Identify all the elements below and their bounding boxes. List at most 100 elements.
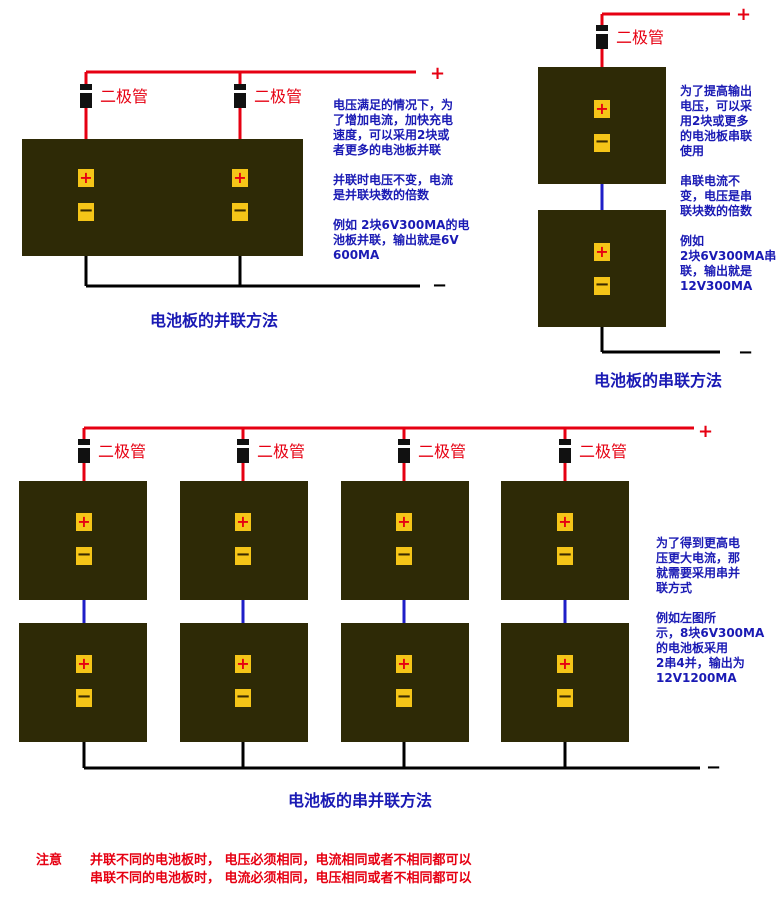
sp-panel-bottom-1-negative-sign: − <box>76 686 91 707</box>
sp-positive-sign: + <box>698 421 713 442</box>
sp-desc-line-9: 12V1200MA <box>656 671 737 685</box>
series-panel-1-positive-sign: + <box>595 99 608 118</box>
panels-layer: +−+−+−+−+−+−+−+−+−+−+−+− <box>19 67 666 742</box>
parallel-desc-line-3: 者更多的电池板并联 <box>332 142 441 157</box>
series-panel-1-negative-sign: − <box>594 131 609 152</box>
note-text-2: 串联不同的电池板时， 电流必须相同，电压相同或者不相同都可以 <box>90 871 472 886</box>
sp-panel-top-1-positive-sign: + <box>77 512 90 531</box>
series-desc-line-13: 12V300MA <box>680 279 753 293</box>
sp-panel-top-3-negative <box>396 547 412 565</box>
diodes-layer <box>78 25 608 463</box>
sp-panel-bottom-2-positive <box>235 655 251 673</box>
sp-diode-4 <box>559 439 571 463</box>
sp-panel-top-3 <box>341 481 469 600</box>
sp-panel-bottom-1-positive <box>76 655 92 673</box>
sp-panel-bottom-3-positive <box>396 655 412 673</box>
sp-panel-bottom-1-negative <box>76 689 92 707</box>
sp-diode-2 <box>237 439 249 463</box>
sp-panel-top-3-negative-sign: − <box>396 544 411 565</box>
note-text-1: 并联不同的电池板时， 电压必须相同，电流相同或者不相同都可以 <box>90 853 472 868</box>
series-panel-1-positive <box>594 100 610 118</box>
parallel-desc-line-5: 并联时电压不变，电流 <box>333 172 453 187</box>
sp-panel-top-2-positive-sign: + <box>236 512 249 531</box>
sp-panel-bottom-4-positive <box>557 655 573 673</box>
parallel-caption: 电池板的并联方法 <box>150 311 278 330</box>
sp-diode-2-band <box>237 445 249 448</box>
sp-panel-bottom-2-positive-sign: + <box>236 654 249 673</box>
sp-desc-line-6: 示，8块6V300MA <box>655 625 765 640</box>
sp-diode-3 <box>398 439 410 463</box>
sp-panel-bottom-3 <box>341 623 469 742</box>
text-layer: +−二极管二极管电压满足的情况下，为了增加电流，加快充电速度，可以采用2块或者更… <box>98 4 776 810</box>
series-diode-label: 二极管 <box>616 28 664 47</box>
sp-desc-line-1: 压更大电流，那 <box>656 550 740 565</box>
sp-panel-top-2 <box>180 481 308 600</box>
sp-panel-top-4-negative-sign: − <box>557 544 572 565</box>
sp-negative-sign: − <box>706 757 721 778</box>
sp-diode-1-label: 二极管 <box>98 442 146 461</box>
parallel-desc-line-9: 池板并联，输出就是6V <box>333 232 459 247</box>
series-panel-2-positive <box>594 243 610 261</box>
note-line-1: 注意 并联不同的电池板时， 电压必须相同，电流相同或者不相同都可以 <box>36 852 472 870</box>
sp-panel-bottom-4-negative-sign: − <box>557 686 572 707</box>
parallel-diode-2-band <box>234 90 246 93</box>
parallel-diode-1-band <box>80 90 92 93</box>
sp-diode-4-label: 二极管 <box>579 442 627 461</box>
sp-panel-bottom-3-negative-sign: − <box>396 686 411 707</box>
sp-panel-bottom-1-positive-sign: + <box>77 654 90 673</box>
sp-diode-3-band <box>398 445 410 448</box>
sp-diode-1 <box>78 439 90 463</box>
series-panel-2-positive-sign: + <box>595 242 608 261</box>
sp-desc-line-8: 2串4并，输出为 <box>656 655 745 670</box>
series-panel-1 <box>538 67 666 184</box>
sp-panel-top-1-positive <box>76 513 92 531</box>
parallel-panel-1-positive-sign: + <box>79 168 92 187</box>
series-desc-line-11: 2块6V300MA串 <box>680 248 776 263</box>
sp-desc-line-7: 的电池板采用 <box>656 640 728 655</box>
sp-diode-3-body <box>398 439 410 463</box>
sp-diode-1-body <box>78 439 90 463</box>
sp-desc-line-0: 为了得到更高电 <box>656 535 740 550</box>
sp-panel-bottom-1 <box>19 623 147 742</box>
parallel-negative-sign: − <box>432 275 447 296</box>
sp-panel-top-2-negative <box>235 547 251 565</box>
parallel-diode-1-body <box>80 84 92 108</box>
parallel-panel-1-positive <box>78 169 94 187</box>
sp-diode-4-body <box>559 439 571 463</box>
parallel-panel-2-positive-sign: + <box>233 168 246 187</box>
sp-caption: 电池板的串并联方法 <box>288 791 432 810</box>
series-desc-line-10: 例如 <box>680 233 704 248</box>
series-desc-line-8: 联块数的倍数 <box>680 203 753 218</box>
sp-panel-top-1 <box>19 481 147 600</box>
parallel-panel-2-positive <box>232 169 248 187</box>
sp-panel-bottom-2-negative <box>235 689 251 707</box>
parallel-panel-2 <box>176 139 303 256</box>
series-diode <box>596 25 608 49</box>
parallel-desc-line-6: 是并联块数的倍数 <box>332 187 430 202</box>
sp-panel-bottom-4-positive-sign: + <box>558 654 571 673</box>
parallel-desc-line-8: 例如 2块6V300MA的电 <box>333 217 469 232</box>
series-negative-sign: − <box>738 342 753 363</box>
parallel-desc-line-1: 了增加电流，加快充电 <box>333 112 453 127</box>
series-desc-line-2: 用2块或更多 <box>679 113 748 128</box>
sp-diode-4-band <box>559 445 571 448</box>
series-desc-line-6: 串联电流不 <box>680 173 740 188</box>
sp-diode-1-band <box>78 445 90 448</box>
parallel-desc-line-10: 600MA <box>333 248 380 262</box>
series-desc-line-3: 的电池板串联 <box>680 128 752 143</box>
note-line-2: 串联不同的电池板时， 电流必须相同，电压相同或者不相同都可以 <box>36 870 472 888</box>
note-label: 注意 <box>36 853 63 868</box>
sp-panel-bottom-4-negative <box>557 689 573 707</box>
sp-panel-top-2-positive <box>235 513 251 531</box>
sp-panel-bottom-3-positive-sign: + <box>397 654 410 673</box>
sp-panel-top-4 <box>501 481 629 600</box>
series-panel-2-negative <box>594 277 610 295</box>
sp-panel-top-2-negative-sign: − <box>235 544 250 565</box>
sp-panel-bottom-3-negative <box>396 689 412 707</box>
sp-panel-top-4-negative <box>557 547 573 565</box>
sp-desc-line-5: 例如左图所 <box>656 610 716 625</box>
parallel-panel-2-negative <box>232 203 248 221</box>
sp-panel-top-4-positive <box>557 513 573 531</box>
parallel-panel-1-negative-sign: − <box>78 200 93 221</box>
